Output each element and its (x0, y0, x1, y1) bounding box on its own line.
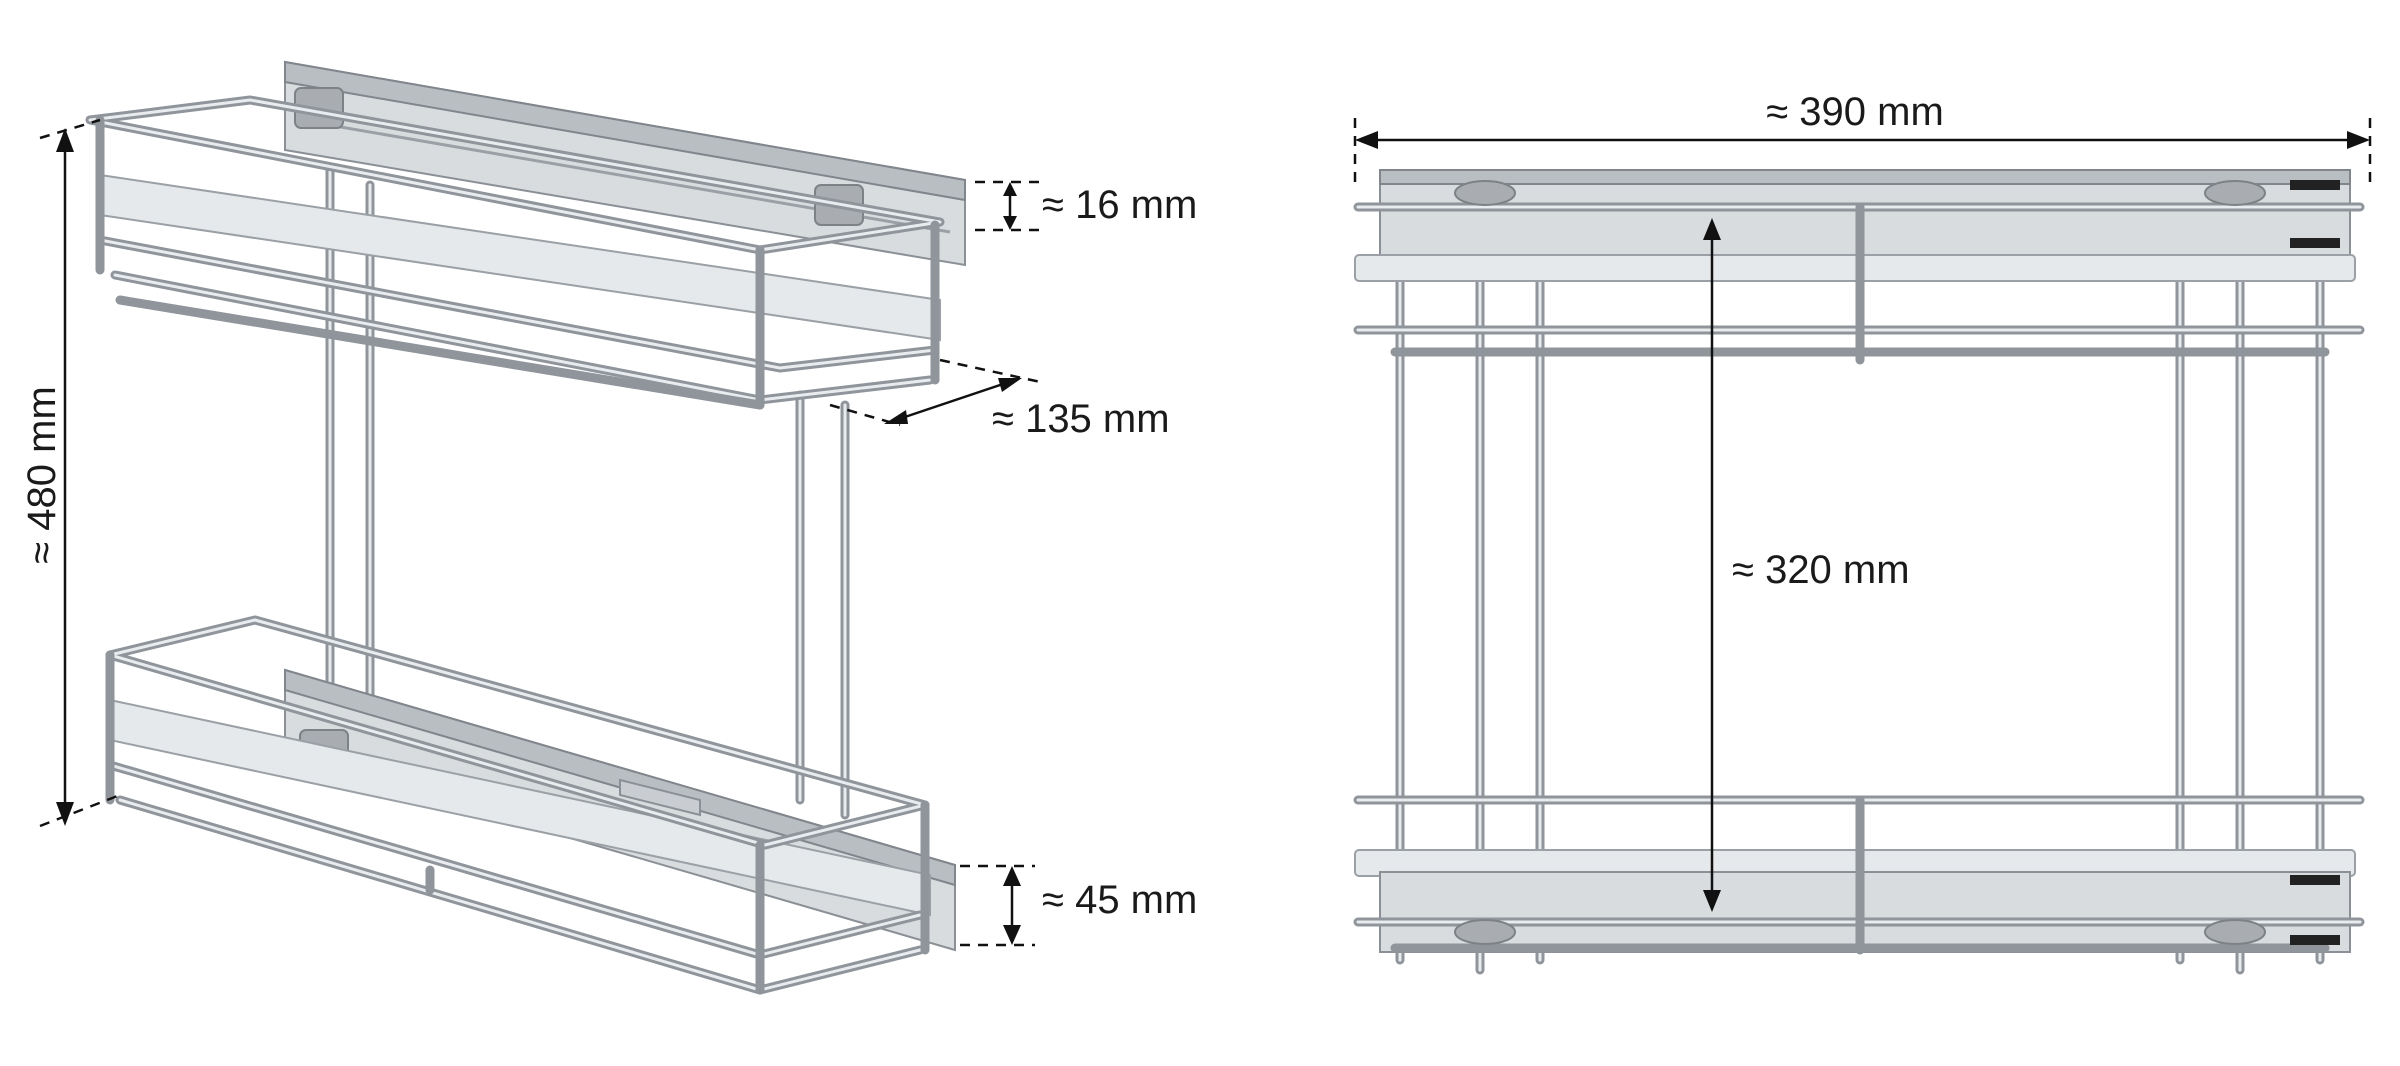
perspective-view: ≈ 480 mm ≈ 16 mm ≈ 135 mm ≈ 4 (20, 60, 1197, 995)
vertical-posts (325, 165, 850, 820)
width-label: ≈ 390 mm (1766, 90, 1944, 134)
front-top-clip-left (1454, 180, 1516, 206)
front-view: ≈ 390 mm ≈ 320 mm (1353, 90, 2372, 975)
front-top-clip-right (2204, 180, 2266, 206)
top-basket (85, 95, 945, 410)
rail-height-dimension: ≈ 16 mm (975, 180, 1197, 232)
depth-dimension: ≈ 135 mm (829, 358, 1170, 441)
depth-label: ≈ 135 mm (992, 397, 1170, 441)
shelf-spacing-dimension: ≈ 320 mm (1703, 218, 1910, 912)
front-bottom-clip-left (1454, 919, 1516, 945)
bottom-rail-height-label: ≈ 45 mm (1042, 878, 1197, 922)
height-dimension: ≈ 480 mm (20, 118, 121, 828)
bottom-basket (105, 615, 931, 995)
rail-height-label: ≈ 16 mm (1042, 183, 1197, 227)
width-dimension: ≈ 390 mm (1353, 90, 2372, 190)
shelf-spacing-label: ≈ 320 mm (1732, 548, 1910, 592)
height-label: ≈ 480 mm (20, 386, 64, 564)
front-top-basket (1353, 169, 2365, 365)
front-bottom-basket (1353, 795, 2365, 955)
front-bottom-clip-right (2204, 919, 2266, 945)
bottom-rail-height-dimension: ≈ 45 mm (960, 864, 1197, 947)
